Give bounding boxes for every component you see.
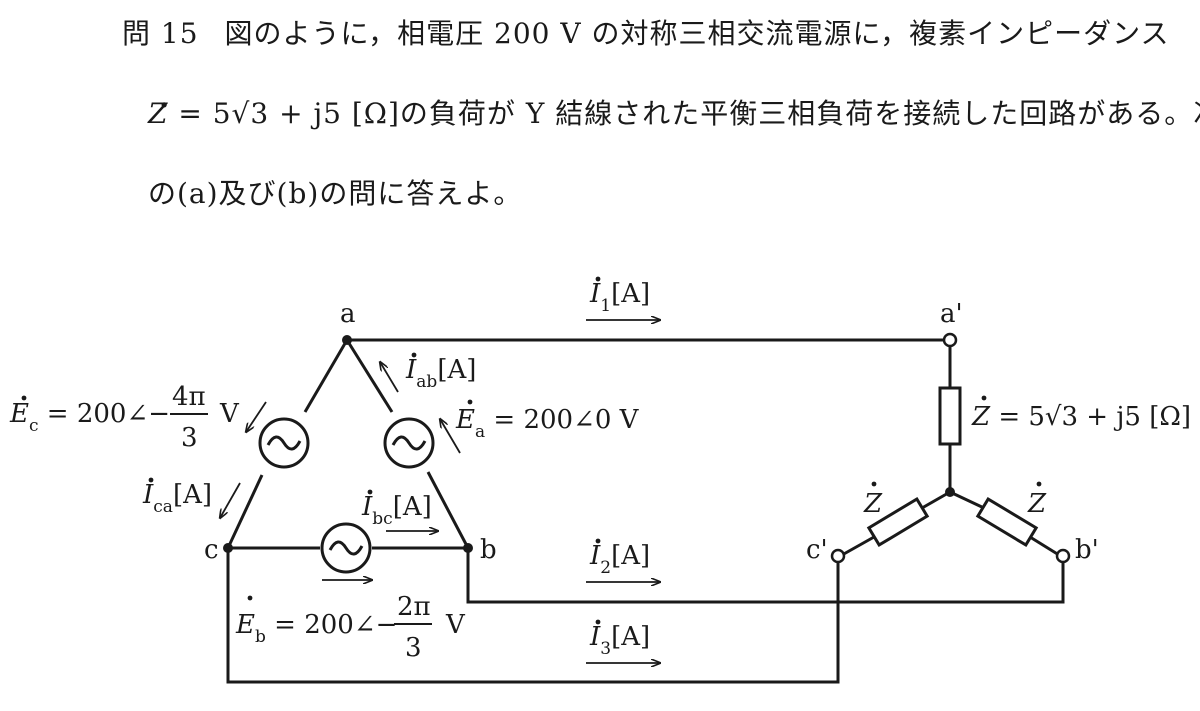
circuit-diagram: a b c a' b' c' I1[A] I2[A] I3[A] Iab[A] …	[9, 276, 1191, 684]
arrow-iab	[380, 362, 399, 393]
wire-neutral-to-zb	[949, 490, 985, 510]
question-line-2: Z = 5√3 + j5 [Ω]の負荷が Y 結線された平衡三相負荷を接続した回…	[148, 81, 1200, 132]
label-node-c-prime: c'	[806, 535, 828, 565]
label-ea: Ea = 200∠0 V	[455, 405, 640, 442]
label-ec-val: = 200∠−	[39, 399, 171, 429]
label-za-sym: Z	[971, 402, 991, 432]
node-a-dot	[342, 335, 352, 345]
question-text: 問 15 図のように，相電圧 200 V の対称三相交流電源に，複素インピーダンス…	[0, 0, 1200, 250]
label-i1-sub: 1	[600, 296, 611, 316]
terminal-c-prime	[830, 548, 846, 564]
label-eb-sym: E	[235, 610, 255, 640]
label-eb-unit: V	[445, 610, 466, 640]
impedance-za	[938, 386, 962, 446]
terminal-a-prime	[942, 332, 958, 348]
label-za: Z = 5√3 + j5 [Ω]	[971, 402, 1191, 432]
label-eb-num: 2π	[397, 592, 431, 622]
arrow-ea	[440, 419, 461, 454]
impedance-value: = 5√3 + j5 [Ω]	[168, 97, 400, 130]
label-za-val: = 5√3 + j5 [Ω]	[990, 402, 1191, 432]
wire-zb-to-b-prime	[1029, 535, 1060, 557]
label-ec-den: 3	[181, 423, 198, 453]
label-i2-sub: 2	[600, 558, 611, 578]
impedance-zb	[975, 496, 1039, 548]
label-ea-sym: E	[455, 405, 475, 435]
ac-source-ec	[258, 417, 310, 469]
label-ica: Ica[A]	[142, 480, 212, 517]
label-ea-sub: a	[475, 422, 485, 442]
node-c-dot	[223, 543, 233, 553]
label-i2: I2[A]	[589, 541, 650, 578]
label-zb: Z	[1027, 489, 1047, 519]
label-i3-sym: I	[589, 622, 601, 652]
wire-ec-to-c	[226, 474, 264, 549]
label-i1: I1[A]	[589, 279, 650, 316]
label-iab-sub: ab	[416, 372, 437, 392]
wire-neutral-to-zc	[921, 490, 951, 510]
label-ec-num: 4π	[172, 382, 206, 412]
terminal-b-prime	[1055, 548, 1071, 564]
ac-source-eb	[320, 522, 372, 574]
label-i2-unit: [A]	[611, 541, 650, 571]
node-b-dot	[463, 543, 473, 553]
label-i2-sym: I	[589, 541, 601, 571]
wire-a-to-ea	[345, 339, 394, 413]
label-i3: I3[A]	[589, 622, 650, 659]
question-line-3: の(a)及び(b)の問に答えよ。	[148, 172, 522, 212]
label-i1-sym: I	[589, 279, 601, 309]
impedance-symbol: Z	[148, 81, 171, 130]
arrow-ica	[220, 482, 241, 518]
question-line-1: 問 15 図のように，相電圧 200 V の対称三相交流電源に，複素インピーダンス	[122, 12, 1170, 52]
wire-a-to-ec	[303, 339, 349, 413]
arrow-ec	[246, 401, 267, 432]
label-i1-unit: [A]	[611, 279, 650, 309]
label-eb: Eb = 200∠−	[235, 610, 397, 647]
label-ec-sub: c	[29, 416, 39, 436]
question-line-1-text: 図のように，相電圧 200 V の対称三相交流電源に，複素インピーダンス	[224, 17, 1170, 50]
label-ec-unit: V	[219, 399, 240, 429]
label-node-a: a	[340, 299, 356, 329]
wires	[226, 338, 1065, 684]
label-node-c: c	[204, 535, 219, 565]
ac-source-ea	[383, 417, 435, 469]
label-node-b: b	[480, 535, 497, 565]
label-ibc-unit: [A]	[393, 492, 432, 522]
label-i3-sub: 3	[600, 639, 611, 659]
wire-ea-to-b	[426, 471, 470, 549]
label-eb-val: = 200∠−	[266, 610, 398, 640]
label-iab: Iab[A]	[405, 355, 476, 392]
label-ica-unit: [A]	[173, 480, 212, 510]
impedance-zc	[866, 496, 930, 548]
label-ea-val: = 200∠0 V	[485, 405, 640, 435]
label-i3-unit: [A]	[611, 622, 650, 652]
label-node-b-prime: b'	[1075, 535, 1099, 565]
label-node-a-prime: a'	[940, 299, 963, 329]
label-ibc-sub: bc	[372, 509, 392, 529]
label-ibc: Ibc[A]	[361, 492, 432, 529]
label-ec: Ec = 200∠−	[9, 399, 170, 436]
question-line-2-text: の負荷が Y 結線された平衡三相負荷を接続した回路がある。次	[399, 97, 1200, 130]
wire-zc-to-c-prime	[841, 535, 875, 557]
line-b	[466, 548, 1065, 604]
label-eb-den: 3	[405, 633, 422, 663]
label-ibc-sym: I	[361, 492, 373, 522]
label-iab-unit: [A]	[437, 355, 476, 385]
label-ica-sym: I	[142, 480, 154, 510]
question-number: 問 15	[122, 17, 199, 50]
label-ica-sub: ca	[153, 497, 173, 517]
neutral-dot	[945, 487, 955, 497]
label-ec-sym: E	[9, 399, 29, 429]
question-line-3-text: の(a)及び(b)の問に答えよ。	[148, 177, 523, 210]
label-iab-sym: I	[405, 355, 417, 385]
label-zc: Z	[863, 489, 883, 519]
label-eb-sub: b	[255, 627, 266, 647]
line-c	[226, 548, 840, 684]
